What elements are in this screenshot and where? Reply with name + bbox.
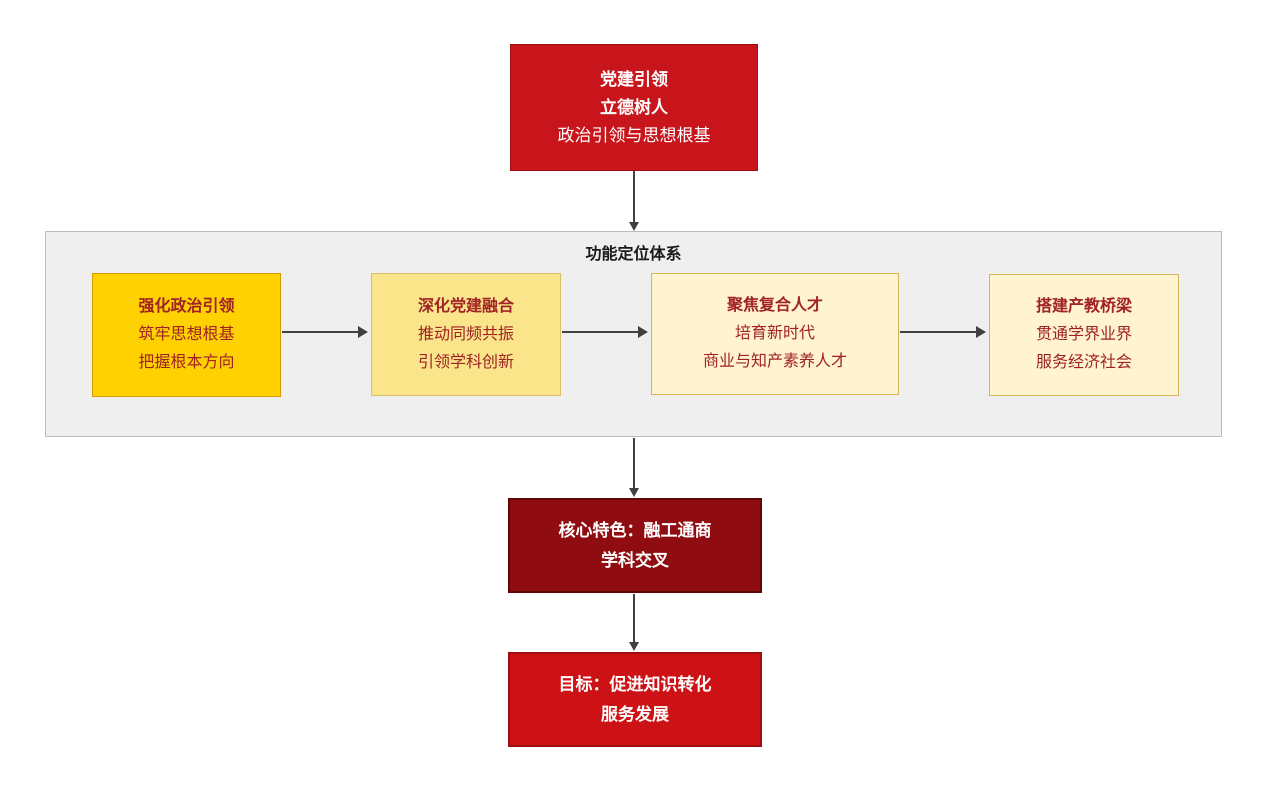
arrow-right-box3-to-box4 — [900, 326, 986, 338]
node-line: 把握根本方向 — [138, 354, 235, 371]
node-title-line: 服务发展 — [601, 704, 669, 724]
node-title: 深化党建融合 — [417, 297, 514, 315]
node-line: 培育新时代 — [734, 325, 815, 342]
node-line: 服务经济社会 — [1035, 354, 1132, 371]
node-line: 引领学科创新 — [417, 353, 514, 371]
arrow-down-core-to-goal — [629, 594, 639, 651]
node-title: 强化政治引领 — [138, 298, 235, 315]
arrow-down-top-to-container — [629, 171, 639, 231]
arrow-right-box1-to-box2 — [282, 326, 368, 338]
node-deepen-party-integration: 深化党建融合 推动同频共振 引领学科创新 — [371, 273, 561, 396]
arrow-right-box2-to-box3 — [562, 326, 648, 338]
node-line: 贯通学界业界 — [1035, 326, 1132, 343]
node-subtitle: 政治引领与思想根基 — [557, 125, 711, 145]
node-strengthen-political-guidance: 强化政治引领 筑牢思想根基 把握根本方向 — [92, 273, 281, 397]
node-title-line: 目标：促进知识转化 — [558, 674, 712, 694]
function-positioning-container: 功能定位体系 强化政治引领 筑牢思想根基 把握根本方向 深化党建融合 推动同频共… — [45, 231, 1222, 437]
node-title: 聚焦复合人才 — [726, 297, 823, 314]
node-title: 搭建产教桥梁 — [1035, 298, 1132, 315]
node-title-line: 立德树人 — [600, 97, 668, 117]
arrow-down-container-to-core — [629, 438, 639, 497]
node-title-line: 党建引领 — [600, 69, 668, 89]
container-title: 功能定位体系 — [585, 246, 682, 263]
node-title-line: 核心特色：融工通商 — [558, 520, 712, 540]
node-line: 商业与知产素养人才 — [702, 353, 847, 370]
node-line: 筑牢思想根基 — [138, 326, 235, 343]
node-core-characteristic: 核心特色：融工通商 学科交叉 — [508, 498, 762, 593]
node-industry-education-bridge: 搭建产教桥梁 贯通学界业界 服务经济社会 — [989, 274, 1179, 396]
node-goal: 目标：促进知识转化 服务发展 — [508, 652, 762, 747]
node-title-line: 学科交叉 — [601, 550, 669, 570]
node-line: 推动同频共振 — [417, 325, 514, 343]
node-focus-composite-talent: 聚焦复合人才 培育新时代 商业与知产素养人才 — [651, 273, 899, 395]
node-party-building-leadership: 党建引领 立德树人 政治引领与思想根基 — [510, 44, 758, 171]
